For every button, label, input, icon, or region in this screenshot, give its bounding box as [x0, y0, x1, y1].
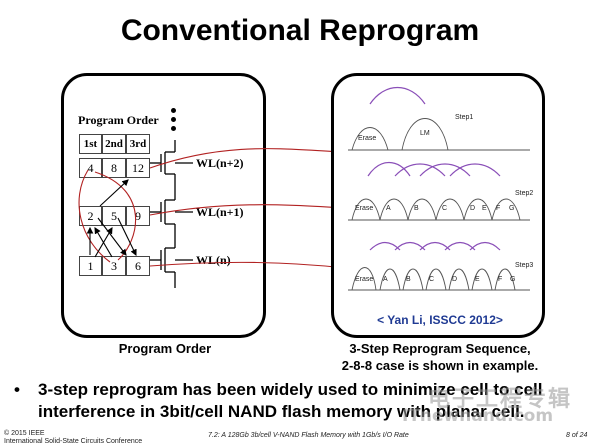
step3-label: Step3	[515, 262, 534, 269]
state-label: B	[406, 276, 411, 283]
state-label: E	[482, 205, 487, 212]
column-header-1st: 1st	[79, 134, 102, 154]
slide-title: Conventional Reprogram	[120, 14, 480, 47]
state-label: LM	[420, 130, 430, 137]
order-cell: 9	[126, 206, 150, 226]
order-cell: 4	[79, 158, 102, 178]
state-label: D	[452, 276, 458, 283]
reprogram-caption-line1: 3-Step Reprogram Sequence,	[349, 341, 531, 356]
threshold-distribution-diagram	[348, 87, 530, 291]
footer-conference: International Solid-State Circuits Confe…	[4, 438, 143, 445]
state-label: E	[475, 276, 480, 283]
state-label: F	[498, 276, 503, 283]
wordline-label-n1: WL(n+1)	[196, 205, 244, 219]
state-label: A	[383, 276, 388, 283]
state-label: Erase	[355, 276, 374, 283]
reference-citation: < Yan Li, ISSCC 2012>	[377, 313, 503, 327]
nand-string-schematic	[150, 140, 193, 288]
reprogram-caption-line2: 2-8-8 case is shown in example.	[341, 358, 539, 373]
order-cell: 1	[79, 256, 102, 276]
state-label: B	[414, 205, 419, 212]
watermark-line2: ITnewnand.com	[402, 406, 554, 426]
bullet-text-line1: 3-step reprogram has been widely used to…	[38, 380, 543, 399]
order-cell: 12	[126, 158, 150, 178]
wordline-label-n2: WL(n+2)	[196, 156, 244, 170]
order-cell: 2	[79, 206, 102, 226]
state-label: D	[470, 205, 476, 212]
state-label: A	[386, 205, 391, 212]
reprogram-sequence-panel	[331, 73, 545, 338]
order-cell: 6	[126, 256, 150, 276]
order-cell: 8	[102, 158, 126, 178]
state-label: G	[510, 276, 516, 283]
program-order-header: Program Order	[78, 113, 159, 127]
state-label: Erase	[358, 135, 377, 142]
state-label: C	[442, 205, 448, 212]
state-label: Erase	[355, 205, 374, 212]
step1-label: Step1	[455, 114, 474, 121]
column-header-3rd: 3rd	[126, 134, 150, 154]
bullet-text-line2: interference in 3bit/cell NAND flash mem…	[38, 402, 525, 421]
more-rows-ellipsis	[171, 108, 176, 131]
state-label: G	[509, 205, 515, 212]
column-header-2nd: 2nd	[102, 134, 126, 154]
watermark-line1: 电子工程专辑	[428, 387, 573, 412]
state-label: F	[496, 205, 501, 212]
footer-page-number: 8 of 24	[566, 432, 588, 439]
bullet-symbol: •	[14, 380, 20, 399]
footer-paper-title: 7.2: A 128Gb 3b/cell V-NAND Flash Memory…	[208, 432, 409, 439]
footer-copyright: © 2015 IEEE	[4, 430, 45, 437]
program-order-caption: Program Order	[118, 341, 212, 356]
state-label: C	[429, 276, 435, 283]
step2-label: Step2	[515, 190, 534, 197]
